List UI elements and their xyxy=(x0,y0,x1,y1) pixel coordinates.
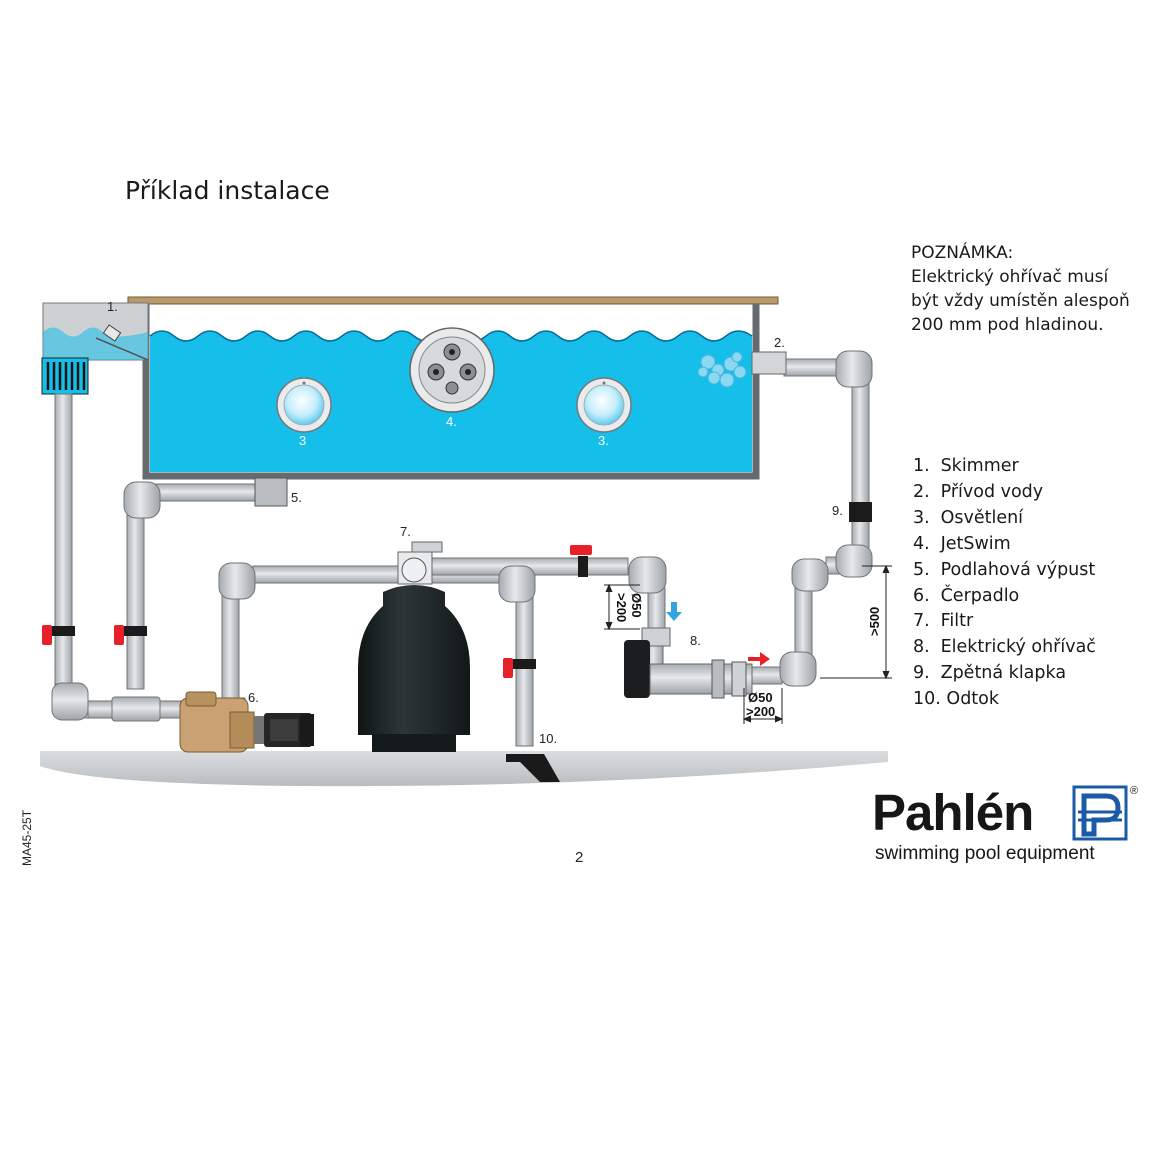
callout-light-left: 3 xyxy=(299,433,306,448)
callout-pump: 6. xyxy=(248,690,259,705)
note-line: POZNÁMKA: xyxy=(911,243,1014,263)
note-line: být vždy umístěn alespoň xyxy=(911,291,1130,311)
legend-item: 2. Přívod vody xyxy=(913,481,1044,502)
pipe-network xyxy=(51,350,873,747)
callout-floor-drain: 5. xyxy=(291,490,302,505)
brand-tagline: swimming pool equipment xyxy=(875,843,1095,864)
callout-skimmer: 1. xyxy=(107,299,118,314)
flow-arrow-right-icon xyxy=(748,652,770,666)
callout-check-valve: 9. xyxy=(832,503,843,518)
dimension-lines xyxy=(604,564,892,724)
legend-item: 9. Zpětná klapka xyxy=(913,663,1067,684)
pahlen-logo-icon xyxy=(1072,785,1128,841)
jetswim-unit xyxy=(409,327,495,413)
dim-vertical-min: >200 xyxy=(614,593,629,622)
callout-filter: 7. xyxy=(400,524,411,539)
callout-heater: 8. xyxy=(690,633,701,648)
dim-horizontal-diameter: Ø50 xyxy=(748,690,773,705)
flow-arrow-down-icon xyxy=(666,602,682,621)
legend-item: 6. Čerpadlo xyxy=(913,585,1020,606)
note-line: 200 mm pod hladinou. xyxy=(911,315,1104,335)
legend-item: 10. Odtok xyxy=(913,689,1000,710)
brand-name: Pahlén xyxy=(872,784,1034,841)
pool-light-left xyxy=(276,377,332,433)
pool-light-right xyxy=(576,377,632,433)
installation-note: POZNÁMKA: Elektrický ohřívač musí být vž… xyxy=(911,241,1130,337)
union-fittings xyxy=(52,502,872,669)
component-legend: 1. Skimmer 2. Přívod vody 3. Osvětlení 4… xyxy=(913,454,1096,713)
pump xyxy=(179,691,314,753)
electric-heater xyxy=(624,627,753,699)
dim-height: >500 xyxy=(867,607,882,636)
floor-outlet xyxy=(506,754,560,782)
legend-item: 4. JetSwim xyxy=(913,533,1011,554)
legend-item: 8. Elektrický ohřívač xyxy=(913,637,1096,658)
note-line: Elektrický ohřívač musí xyxy=(911,267,1109,287)
document-code: MA45-25T xyxy=(20,809,34,866)
callout-jetswim: 4. xyxy=(446,414,457,429)
floor-drain xyxy=(254,477,288,507)
dim-vertical-diameter: Ø50 xyxy=(629,593,644,618)
callout-drain: 10. xyxy=(539,731,557,746)
dim-horizontal-min: >200 xyxy=(746,704,775,719)
water-inlet xyxy=(697,351,787,388)
legend-item: 1. Skimmer xyxy=(913,456,1019,476)
callout-inlet: 2. xyxy=(774,335,785,350)
ground xyxy=(40,751,888,787)
legend-item: 5. Podlahová výpust xyxy=(913,559,1096,580)
skimmer xyxy=(41,302,149,395)
callout-light-right: 3. xyxy=(598,433,609,448)
page-title: Příklad instalace xyxy=(125,176,330,205)
pool-deck xyxy=(127,296,779,305)
legend-item: 3. Osvětlení xyxy=(913,507,1024,528)
legend-item: 7. Filtr xyxy=(913,611,974,632)
registered-mark: ® xyxy=(1130,785,1139,797)
sand-filter xyxy=(358,541,470,752)
valve-handles xyxy=(42,545,592,678)
page-number: 2 xyxy=(575,849,584,866)
